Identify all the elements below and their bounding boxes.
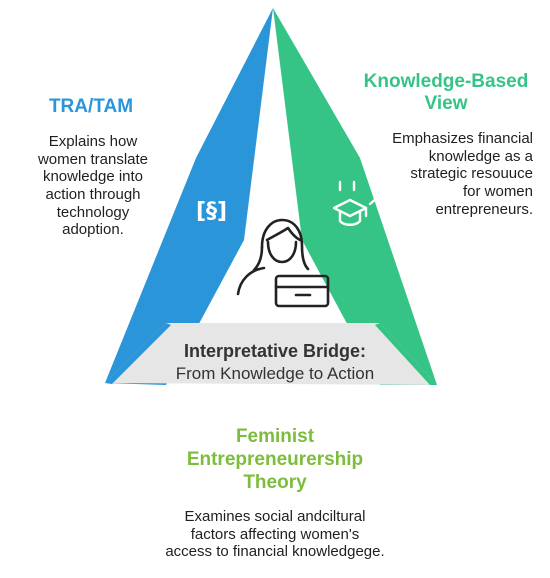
left-title: TRA/TAM: [48, 96, 134, 117]
right-side-shape: [273, 8, 437, 385]
graduation-cap-growth-icon: [332, 180, 385, 226]
left-body: Explains how women translate knowledge i…: [37, 133, 149, 239]
right-side-lower-shape: [375, 323, 437, 385]
bridge-subtitle: From Knowledge to Action: [175, 364, 375, 383]
woman-with-laptop-icon: [236, 218, 330, 308]
right-title: Knowledge-Based View: [363, 71, 529, 115]
bottom-body: Examines social andciltural factors affe…: [165, 508, 385, 561]
bottom-title: Feminist Entrepreneurership Theory: [186, 426, 364, 493]
left-side-lower-shape: [105, 323, 171, 384]
right-body: Emphasizes financial knowledge as a stra…: [392, 130, 533, 218]
section-sign-icon: [§]: [196, 199, 228, 224]
bottom-band-shape: [105, 323, 437, 385]
bridge-title: Interpretative Bridge:: [183, 341, 367, 361]
left-side-shape: [105, 8, 273, 385]
